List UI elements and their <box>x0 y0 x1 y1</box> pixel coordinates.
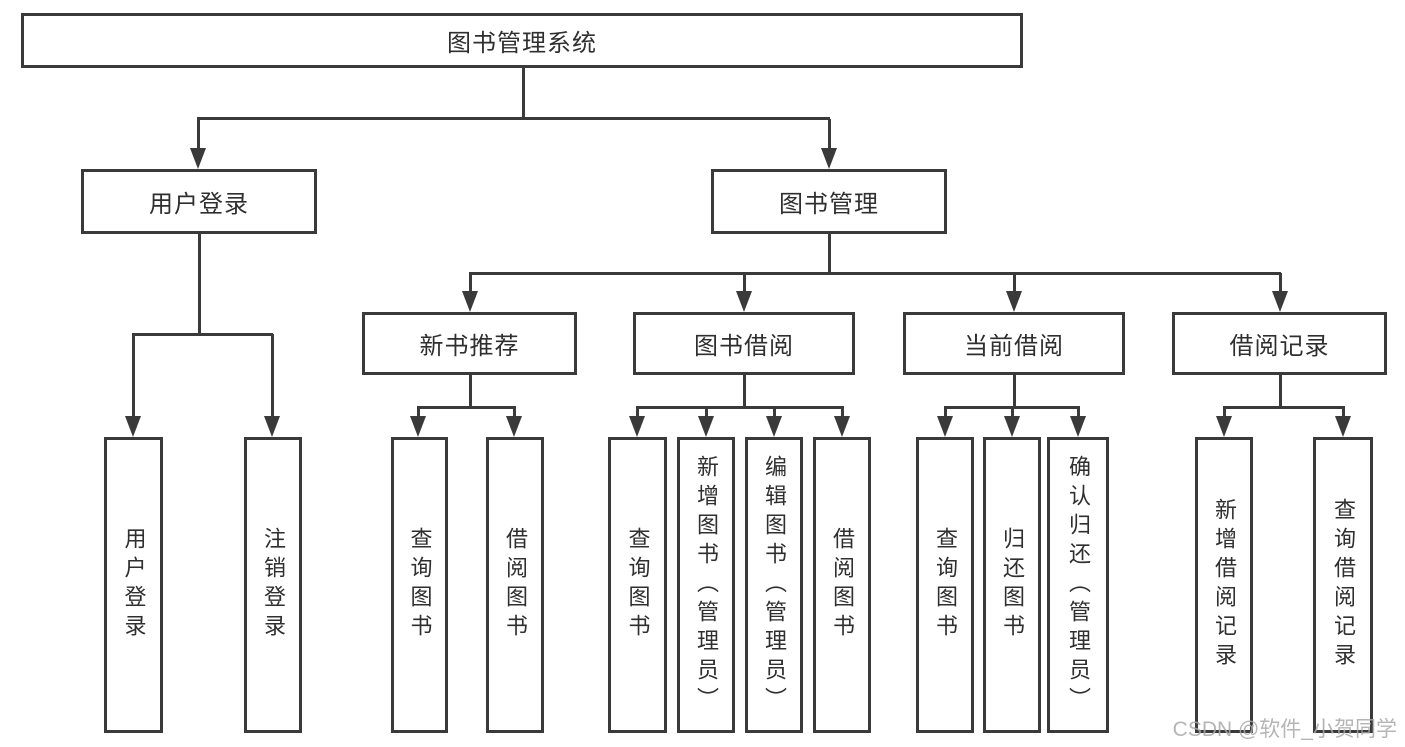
connector-h-line <box>132 333 273 336</box>
connector-v-line <box>636 406 639 419</box>
arrowhead-down-icon <box>834 416 850 437</box>
node-current-borrowing: 当前借阅 <box>903 312 1125 375</box>
connector-v-line <box>522 68 525 119</box>
arrowhead-down-icon <box>264 416 280 437</box>
leaf-borrow-borrow-books: 借阅图书 <box>813 437 871 733</box>
leaf-current-confirm-return-admin-label: 确认归还（管理员） <box>1066 454 1091 716</box>
connector-v-line <box>1279 273 1282 294</box>
leaf-newrec-query-books-label: 查询图书 <box>407 527 433 643</box>
leaf-records-query-borrow-record-label: 查询借阅记录 <box>1331 498 1356 672</box>
connector-v-line <box>417 406 420 419</box>
leaf-current-query-books-label: 查询图书 <box>933 527 958 643</box>
leaf-current-return-books-label: 归还图书 <box>1000 527 1025 643</box>
leaf-current-query-books: 查询图书 <box>916 437 974 733</box>
node-book-borrowing: 图书借阅 <box>633 312 855 375</box>
arrowhead-down-icon <box>629 416 645 437</box>
arrowhead-down-icon <box>1272 291 1288 312</box>
arrowhead-down-icon <box>1006 291 1022 312</box>
connector-v-line <box>132 334 135 419</box>
leaf-user-login-label: 用户登录 <box>121 527 147 643</box>
connector-v-line <box>743 375 746 408</box>
leaf-records-add-borrow-record: 新增借阅记录 <box>1195 437 1253 733</box>
connector-h-line <box>469 272 1281 275</box>
leaf-borrow-borrow-books-label: 借阅图书 <box>830 527 855 643</box>
leaf-newrec-borrow-books-label: 借阅图书 <box>503 527 528 643</box>
connector-h-line <box>636 406 843 409</box>
arrowhead-down-icon <box>1216 416 1232 437</box>
arrowhead-down-icon <box>1004 416 1020 437</box>
connector-v-line <box>1077 406 1080 419</box>
node-new-book-recommend-label: 新书推荐 <box>419 333 520 360</box>
node-borrow-records: 借阅记录 <box>1172 312 1387 375</box>
node-current-borrowing-label: 当前借阅 <box>964 333 1064 360</box>
connector-v-line <box>773 406 776 419</box>
arrowhead-down-icon <box>698 416 714 437</box>
connector-v-line <box>271 334 274 419</box>
arrowhead-down-icon <box>937 416 953 437</box>
connector-v-line <box>743 273 746 294</box>
leaf-records-add-borrow-record-label: 新增借阅记录 <box>1212 498 1237 672</box>
csdn-watermark: CSDN @软件_小贺同学 <box>1172 718 1397 741</box>
leaf-newrec-query-books: 查询图书 <box>391 437 448 733</box>
connector-v-line <box>197 119 200 151</box>
leaf-current-confirm-return-admin: 确认归还（管理员） <box>1047 437 1109 733</box>
leaf-user-login: 用户登录 <box>104 437 163 733</box>
leaf-borrow-add-books-admin-label: 新增图书（管理员） <box>694 454 719 716</box>
connector-v-line <box>828 119 831 151</box>
node-book-borrowing-label: 图书借阅 <box>694 333 794 360</box>
leaf-logout-label: 注销登录 <box>261 527 286 643</box>
leaf-newrec-borrow-books: 借阅图书 <box>486 437 544 733</box>
connector-v-line <box>828 234 831 275</box>
arrowhead-down-icon <box>736 291 752 312</box>
node-book-management-label: 图书管理 <box>779 191 879 218</box>
connector-v-line <box>1279 375 1282 408</box>
connector-h-line <box>417 406 515 409</box>
node-user-login-label: 用户登录 <box>149 191 249 218</box>
node-new-book-recommend: 新书推荐 <box>362 312 577 375</box>
arrowhead-down-icon <box>125 416 141 437</box>
leaf-current-return-books: 归还图书 <box>983 437 1041 733</box>
node-book-management: 图书管理 <box>711 169 947 234</box>
node-borrow-records-label: 借阅记录 <box>1229 333 1330 360</box>
node-user-login: 用户登录 <box>81 169 317 234</box>
connector-v-line <box>198 234 201 336</box>
arrowhead-down-icon <box>1335 416 1351 437</box>
connector-v-line <box>705 406 708 419</box>
arrowhead-down-icon <box>190 148 206 169</box>
leaf-borrow-query-books: 查询图书 <box>608 437 667 733</box>
leaf-borrow-query-books-label: 查询图书 <box>625 527 651 643</box>
leaf-borrow-edit-books-admin: 编辑图书（管理员） <box>745 437 803 733</box>
connector-v-line <box>944 406 947 419</box>
connector-v-line <box>1013 375 1016 408</box>
connector-v-line <box>513 406 516 419</box>
leaf-borrow-add-books-admin: 新增图书（管理员） <box>677 437 735 733</box>
arrowhead-down-icon <box>506 416 522 437</box>
connector-v-line <box>841 406 844 419</box>
connector-h-line <box>944 406 1079 409</box>
node-root-label: 图书管理系统 <box>447 30 597 57</box>
arrowhead-down-icon <box>821 148 837 169</box>
connector-v-line <box>1223 406 1226 419</box>
leaf-logout: 注销登录 <box>244 437 302 733</box>
connector-v-line <box>1342 406 1345 419</box>
connector-v-line <box>1011 406 1014 419</box>
arrowhead-down-icon <box>410 416 426 437</box>
connector-v-line <box>469 375 472 408</box>
leaf-records-query-borrow-record: 查询借阅记录 <box>1313 437 1373 733</box>
node-root: 图书管理系统 <box>21 13 1023 68</box>
connector-v-line <box>1013 273 1016 294</box>
connector-h-line <box>197 117 830 120</box>
arrowhead-down-icon <box>766 416 782 437</box>
arrowhead-down-icon <box>1070 416 1086 437</box>
leaf-borrow-edit-books-admin-label: 编辑图书（管理员） <box>762 454 787 716</box>
arrowhead-down-icon <box>462 291 478 312</box>
connector-h-line <box>1223 406 1344 409</box>
connector-v-line <box>469 273 472 294</box>
